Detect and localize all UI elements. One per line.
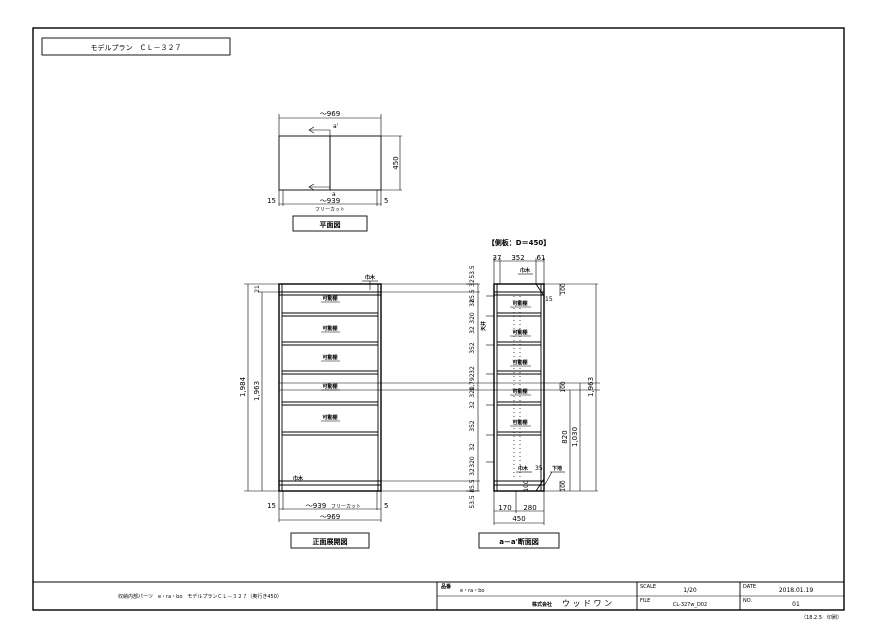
section-right-dim-3: 1,030 [571, 427, 579, 447]
section-bottom-label-1: 巾木 [518, 465, 529, 472]
front-shelf-label: 可動棚 [322, 325, 337, 332]
section-top-dim-2: 352 [511, 254, 524, 262]
section-left-dim: 32 [469, 468, 476, 476]
title-file-value: CL-327w_D02 [673, 602, 707, 608]
section-caption: a－a'断面図 [499, 537, 539, 546]
section-left-dim: 32 [469, 299, 476, 307]
section-left-dim: 352 [469, 420, 476, 432]
section-right-small-top: 100 [560, 283, 567, 295]
front-height-total: 1,984 [239, 376, 247, 397]
section-left-dim: 53.5 [469, 495, 476, 509]
section-right-small-side: 15 [545, 296, 553, 303]
section-left-dim: 1,792 [469, 373, 476, 390]
section-left-dim: 320 [469, 456, 476, 468]
section-left-dim: 32 [469, 443, 476, 451]
front-shelf-label: 可動棚 [322, 295, 337, 302]
title-date-label: DATE [743, 584, 756, 590]
front-base-label: 巾木 [293, 475, 304, 482]
section-top-label: 巾木 [520, 267, 531, 274]
title-company: ウ ッ ド ワ ン [562, 599, 612, 608]
section-right-dim-1: 100 [560, 381, 567, 393]
section-right-dim-2: 820 [561, 430, 569, 443]
front-shelf-label: 可動棚 [322, 414, 337, 421]
section-shelf-label: 可動棚 [512, 388, 527, 395]
section-left-dim: 32 [469, 326, 476, 334]
section-bottom-total: 450 [512, 515, 525, 523]
section-bottom-value-2: 100 [560, 480, 567, 492]
section-bottom-dim-2: 280 [523, 504, 536, 512]
title-no-label: NO. [743, 598, 752, 604]
title-scale-value: 1/20 [683, 587, 697, 594]
section-side-note: 【側板：D＝450】 [488, 238, 550, 247]
plan-caption: 平面図 [320, 220, 341, 229]
front-bottom-left: 15 [267, 502, 276, 510]
section-left-dim: 32 [469, 366, 476, 374]
front-top-gap: 21 [254, 285, 261, 293]
section-shelf-label: 可動棚 [512, 329, 527, 336]
section-left-dim: 320 [469, 312, 476, 324]
section-shelf-label: 可動棚 [512, 300, 527, 307]
front-shelf-label: 可動棚 [322, 354, 337, 361]
drawing-frame [32, 27, 845, 611]
section-left-dim: 85.5 [469, 289, 476, 303]
plan-section-mark-bottom: a [332, 191, 336, 198]
title-no-value: 01 [792, 601, 800, 608]
plan-left-margin: 15 [267, 197, 276, 205]
section-view: 【側板：D＝450】 37 352 61 巾木 可動棚可動棚可動棚可動棚可動棚 … [466, 238, 598, 549]
section-bottom-label-2: 35 [535, 465, 543, 472]
front-bottom-right: 5 [384, 502, 388, 510]
title-scale-label: SCALE [640, 584, 656, 590]
section-left-dim: 32 [469, 401, 476, 409]
front-overall-width: ～969 [320, 513, 340, 521]
section-top-dim-1: 37 [493, 254, 502, 262]
plan-bottom-dim: ～939 [320, 197, 340, 205]
front-shelf-label: 可動棚 [322, 383, 337, 390]
front-bottom-width: ～939 [306, 502, 326, 510]
title-description: 収納内部パーツ e・ra・bo モデルプランＣＬ－３２７（奥行き450） [118, 593, 282, 600]
front-height-inner: 1,963 [253, 381, 261, 401]
title-block: 収納内部パーツ e・ra・bo モデルプランＣＬ－３２７（奥行き450） 品番 … [33, 581, 844, 610]
plan-free-cut: フリーカット [315, 207, 345, 213]
section-bottom-dim-1: 170 [498, 504, 511, 512]
front-bottom-free-cut: フリーカット [331, 504, 361, 510]
front-caption: 正面展開図 [313, 537, 348, 546]
title-date-value: 2018.01.19 [779, 587, 814, 594]
plan-view: ～969 a' a 450 15 5 ～939 フリーカット 平面図 [267, 110, 402, 232]
section-bottom-label-3: 下地 [552, 465, 562, 472]
model-label: モデルプラン ＣＬ－３２７ [91, 43, 182, 52]
plan-section-mark-top: a' [333, 123, 339, 130]
section-left-dim: 320 [469, 386, 476, 398]
title-file-label: FILE [640, 598, 650, 604]
print-footnote: （18.2.5 印刷） [801, 614, 842, 621]
section-left-dim: 352 [469, 342, 476, 354]
plan-top-dim: ～969 [320, 110, 340, 118]
section-side-text: 天井 [480, 321, 487, 331]
front-top-label: 巾木 [365, 274, 376, 281]
title-series-label: 品番 [441, 583, 452, 590]
section-left-dim: 85.5 [469, 479, 476, 493]
section-right-dim-4: 1,963 [587, 377, 595, 397]
section-left-dim: 53.5 [469, 265, 476, 279]
section-shelf-label: 可動棚 [512, 359, 527, 366]
plan-right-margin: 5 [384, 197, 388, 205]
plan-depth-dim: 450 [392, 156, 400, 169]
section-top-dim-3: 61 [537, 254, 546, 262]
section-shelf-label: 可動棚 [512, 419, 527, 426]
section-left-dim: 32 [469, 279, 476, 287]
section-bottom-value-1: 100 [523, 480, 530, 492]
model-label-box [41, 37, 231, 56]
title-series-value: e・ra・bo [460, 588, 484, 594]
title-company-prefix: 株式会社 [532, 601, 552, 608]
